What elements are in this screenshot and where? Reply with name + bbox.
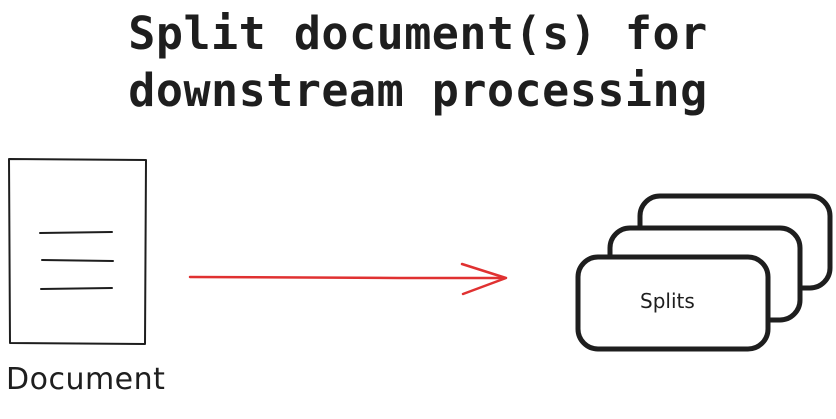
document-page xyxy=(8,158,147,345)
arrow-shaft xyxy=(188,275,507,280)
title-line-1: Split document(s) for xyxy=(128,7,708,60)
arrow xyxy=(188,262,508,296)
splits-stack xyxy=(575,193,833,352)
document-icon xyxy=(8,158,147,345)
document-text-line-3 xyxy=(40,287,113,290)
document-text-line-2 xyxy=(41,259,114,262)
splits-label: Splits xyxy=(640,289,695,313)
title-line-2: downstream processing xyxy=(128,64,708,117)
arrow-head xyxy=(460,262,508,296)
document-label: Document xyxy=(6,362,166,397)
document-text-line-1 xyxy=(39,231,113,234)
split-card-front xyxy=(575,254,771,352)
